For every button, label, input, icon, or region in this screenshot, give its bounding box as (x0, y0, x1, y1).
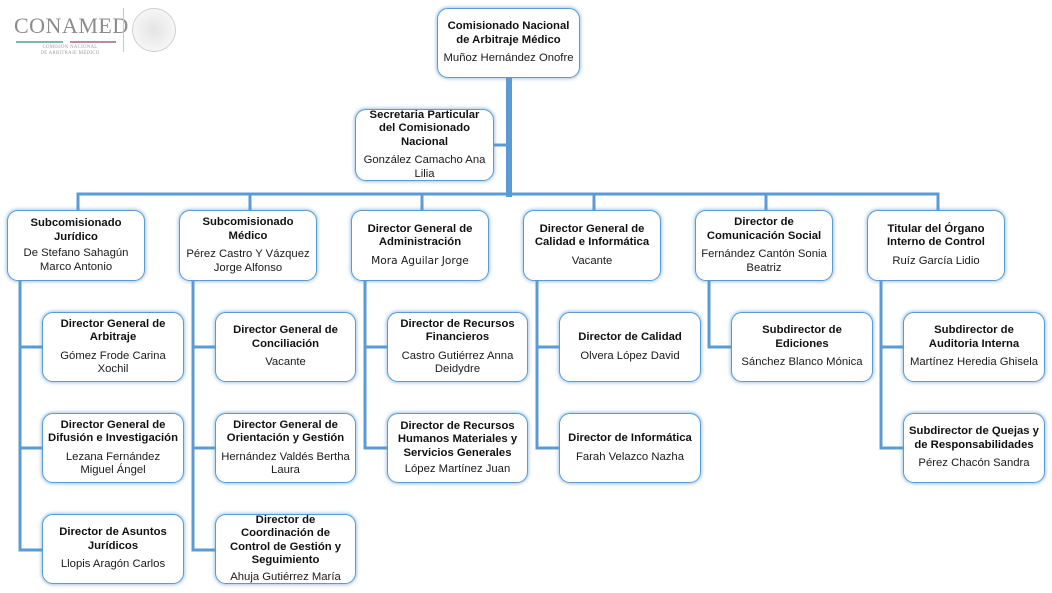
org-box-branch-2[interactable]: Subcomisionado Médico Pérez Castro Y Váz… (179, 210, 317, 281)
person-name: González Camacho Ana Lilia (363, 154, 486, 180)
org-box-branch-1-child-1[interactable]: Director General de Arbitraje Gómez Frod… (42, 312, 184, 382)
person-name: Llopis Aragón Carlos (60, 558, 166, 571)
mexico-coat-of-arms-icon (132, 8, 176, 52)
person-name: Olvera López David (580, 349, 680, 362)
logo-accent-purple (70, 41, 116, 43)
org-box-branch-5-child-1[interactable]: Subdirector de Ediciones Sánchez Blanco … (731, 312, 873, 382)
position-title: Director General de Conciliación (233, 324, 338, 350)
org-box-branch-6[interactable]: Titular del Órgano Interno de Control Ru… (867, 210, 1005, 281)
org-box-branch-1-child-2[interactable]: Director General de Difusión e Investiga… (42, 413, 184, 483)
position-title: Director General de Administración (367, 222, 473, 249)
position-title: Director de Comunicación Social (706, 216, 822, 242)
person-name: Vacante (265, 356, 306, 369)
position-title: Comisionado Nacional de Arbitraje Médico (447, 20, 570, 46)
position-title: Subcomisionado Jurídico (30, 217, 122, 243)
org-box-branch-4-child-1[interactable]: Director de Calidad Olvera López David (559, 312, 701, 382)
conamed-logo: CONAMED COMISIÓN NACIONAL DE ARBITRAJE M… (10, 6, 185, 56)
logo-subtitle-2: DE ARBITRAJE MÉDICO (40, 51, 100, 56)
org-box-branch-2-child-2[interactable]: Director General de Orientación y Gestió… (215, 413, 356, 483)
position-title: Director de Informática (568, 432, 692, 444)
logo-divider (123, 8, 124, 52)
branch-5-spine (707, 279, 733, 349)
person-name: Ahuja Gutiérrez María (230, 570, 341, 583)
person-name: Mora Aguilar Jorge (371, 254, 469, 267)
position-title: Subcomisionado Médico (202, 216, 294, 242)
position-title: Subdirector de Quejas y de Responsabilid… (909, 425, 1039, 451)
position-title: Director General de Calidad e Informátic… (534, 222, 650, 249)
branch-2-spine (191, 279, 217, 552)
org-box-branch-5[interactable]: Director de Comunicación Social Fernánde… (695, 210, 833, 281)
person-name: Ruíz García Lidio (892, 254, 980, 267)
org-box-branch-1-child-3[interactable]: Director de Asuntos Jurídicos Llopis Ara… (42, 514, 184, 584)
org-box-root[interactable]: Comisionado Nacional de Arbitraje Médico… (437, 8, 580, 78)
org-box-branch-2-child-1[interactable]: Director General de Conciliación Vacante (215, 312, 356, 382)
person-name: Gómez Frode Carina Xochil (60, 349, 166, 376)
person-name: Pérez Chacón Sandra (918, 457, 1030, 470)
person-name: Martínez Heredia Ghisela (909, 356, 1039, 369)
logo-accent-green (16, 41, 63, 43)
branch-3-spine (363, 279, 389, 450)
org-box-branch-4[interactable]: Director General de Calidad e Informátic… (523, 210, 661, 281)
position-title: Secretaria Particular del Comisionado Na… (369, 108, 480, 148)
person-name: Fernández Cantón Sonia Beatriz (701, 248, 827, 274)
person-name: Lezana Fernández Miguel Ángel (65, 450, 161, 477)
org-box-branch-2-child-3[interactable]: Director de Coordinación de Control de G… (215, 514, 356, 584)
position-title: Director General de Difusión e Investiga… (48, 418, 178, 445)
person-name: Pérez Castro Y Vázquez Jorge Alfonso (186, 248, 310, 274)
position-title: Subdirector de Ediciones (762, 324, 842, 350)
org-box-branch-3-child-2[interactable]: Director de Recursos Humanos Materiales … (387, 413, 528, 483)
position-title: Director de Calidad (578, 331, 682, 343)
org-box-branch-6-child-1[interactable]: Subdirector de Auditoria Interna Martíne… (903, 312, 1045, 382)
position-title: Director de Recursos Financieros (400, 317, 515, 344)
position-title: Director de Coordinación de Control de G… (229, 513, 342, 567)
org-box-assistant[interactable]: Secretaria Particular del Comisionado Na… (355, 109, 494, 181)
org-box-branch-3[interactable]: Director General de Administración Mora … (351, 210, 489, 281)
person-name: Farah Velazco Nazha (575, 450, 684, 463)
position-title: Subdirector de Auditoria Interna (928, 324, 1020, 350)
position-title: Director General de Orientación y Gestió… (226, 418, 345, 445)
org-box-branch-3-child-1[interactable]: Director de Recursos Financieros Castro … (387, 312, 528, 382)
position-title: Director de Asuntos Jurídicos (59, 526, 167, 552)
org-box-branch-4-child-2[interactable]: Director de Informática Farah Velazco Na… (559, 413, 701, 483)
org-box-branch-6-child-2[interactable]: Subdirector de Quejas y de Responsabilid… (903, 413, 1045, 483)
logo-wordmark: CONAMED (14, 13, 129, 38)
org-box-branch-1[interactable]: Subcomisionado Jurídico De Stefano Sahag… (7, 210, 145, 281)
person-name: López Martínez Juan (404, 463, 511, 475)
branch-1-spine (18, 279, 44, 552)
person-name: Muñoz Hernández Onofre (443, 52, 574, 65)
person-name: De Stefano Sahagún Marco Antonio (23, 247, 129, 273)
person-name: Hernández Valdés Bertha Laura (221, 450, 350, 477)
branch-4-spine (535, 279, 561, 450)
person-name: Castro Gutiérrez Anna Deidydre (401, 349, 514, 376)
logo-subtitle-1: COMISIÓN NACIONAL (42, 45, 98, 50)
position-title: Titular del Órgano Interno de Control (887, 222, 985, 249)
position-title: Director General de Arbitraje (60, 317, 166, 344)
person-name: Sánchez Blanco Mónica (741, 356, 863, 369)
branch-6-spine (879, 279, 905, 450)
person-name: Vacante (571, 254, 613, 267)
position-title: Director de Recursos Humanos Materiales … (397, 419, 518, 459)
